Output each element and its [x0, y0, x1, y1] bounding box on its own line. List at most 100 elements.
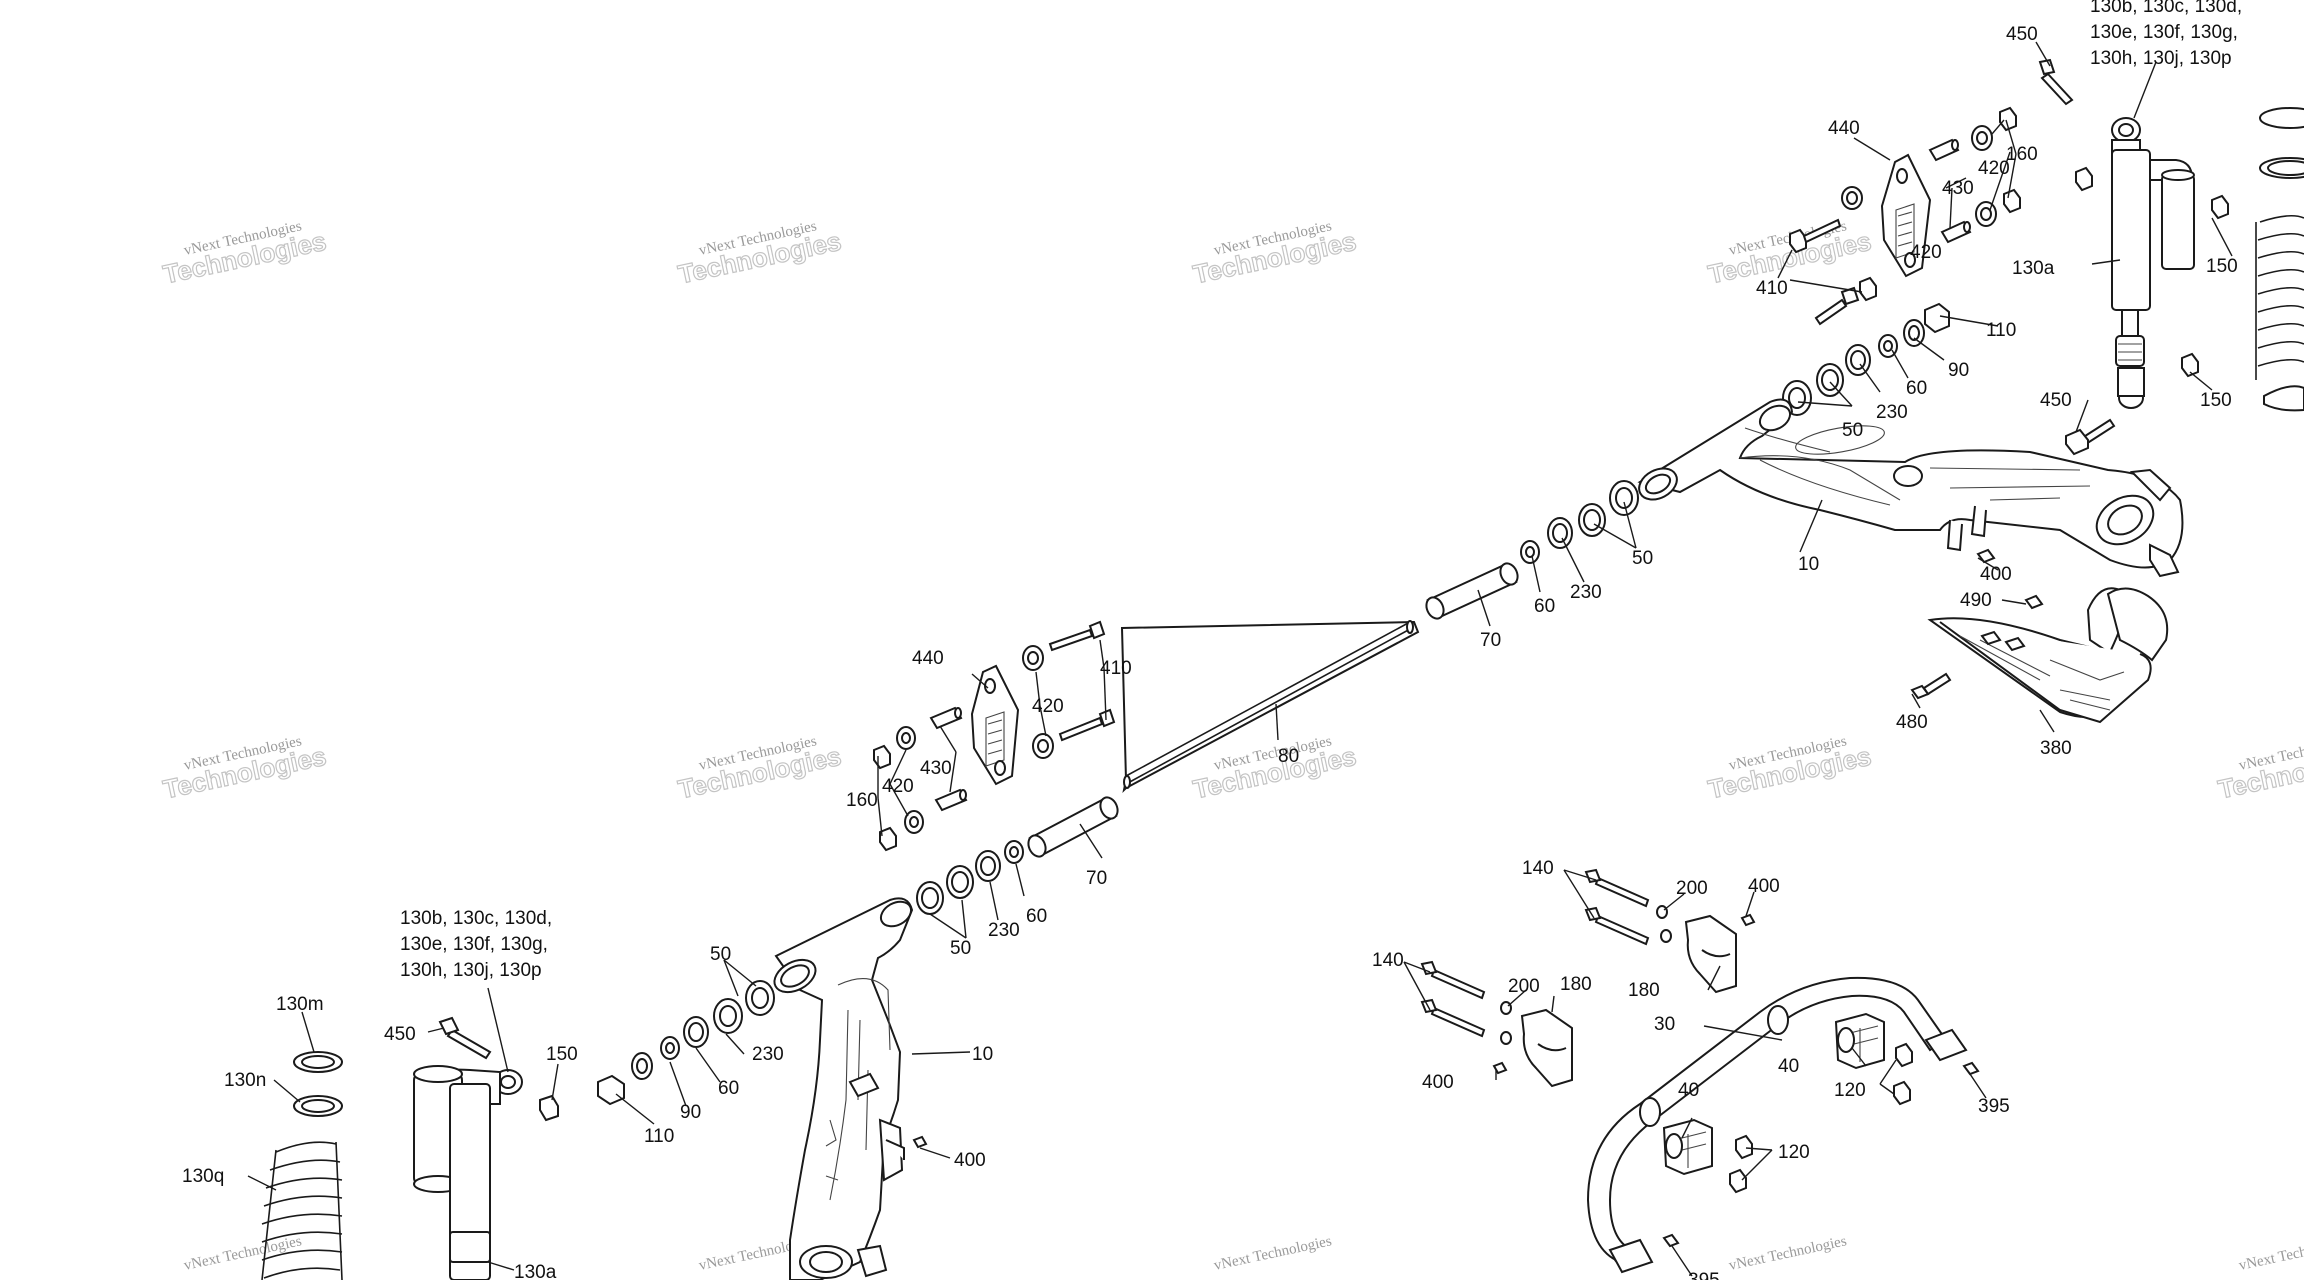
callout-label: 395	[1978, 1096, 2010, 1117]
callout-label: 230	[752, 1044, 784, 1065]
callout-label: 130h, 130j, 130p	[400, 960, 542, 981]
callout-label: 10	[972, 1044, 993, 1065]
callout-label: 180	[1560, 974, 1592, 995]
callout-label: 230	[988, 920, 1020, 941]
callout-label: 450	[2040, 390, 2072, 411]
callout-label: 420	[882, 776, 914, 797]
bolt-450-top	[2038, 58, 2074, 106]
callout-label: 420	[1978, 158, 2010, 179]
watermark: vNext Technologies	[1213, 1233, 1334, 1274]
bolt-450-right	[2065, 418, 2116, 456]
callout-label: 230	[1570, 582, 1602, 603]
watermark: vNext Technologies Technologies	[675, 218, 844, 290]
callout-label: 480	[1896, 712, 1928, 733]
callout-label: 60	[1026, 906, 1047, 927]
screws-400-bar	[912, 913, 1756, 1149]
callout-label: 180	[1628, 980, 1660, 1001]
callout-label: 70	[1086, 868, 1107, 889]
hardware-lower-bracket	[873, 620, 1116, 852]
bolt-480	[1910, 672, 1952, 700]
callout-label: 490	[1960, 590, 1992, 611]
callout-label: 40	[1678, 1080, 1699, 1101]
bracket-440-lower	[970, 664, 1020, 786]
bolts-140-lower	[1420, 960, 1486, 1038]
watermark: vNext Technologies Technologies	[160, 218, 329, 290]
hardware-upper-bracket	[1789, 106, 2021, 326]
bushing-40-upper	[1834, 1012, 1885, 1070]
bushing-40-lower	[1662, 1118, 1713, 1176]
watermark: vNext Technologies Technologies	[2215, 733, 2304, 805]
watermark: vNext Technologies	[1728, 1233, 1849, 1274]
callout-label: 10	[1798, 554, 1819, 575]
callout-label: 50	[710, 944, 731, 965]
callout-label: 130q	[182, 1166, 224, 1187]
watermark: vNext Technologies Technologies	[1190, 218, 1359, 290]
shock-absorber-top	[2075, 117, 2195, 409]
callout-label: 120	[1834, 1080, 1866, 1101]
watermark: vNext Technologies Technologies	[160, 733, 329, 805]
callout-label: 40	[1778, 1056, 1799, 1077]
callout-label: 450	[2006, 24, 2038, 45]
callout-label: 395	[1688, 1270, 1720, 1280]
callout-labels: 130b, 130c, 130d, 130e, 130f, 130g, 130h…	[182, 0, 2242, 1280]
callout-label: 30	[1654, 1014, 1675, 1035]
callout-label: 440	[1828, 118, 1860, 139]
callout-label: 50	[1842, 420, 1863, 441]
callout-label: 60	[1906, 378, 1927, 399]
callout-label: 400	[1422, 1072, 1454, 1093]
callout-label: 130a	[2012, 258, 2055, 279]
callout-label: 50	[1632, 548, 1653, 569]
callout-label: 450	[384, 1024, 416, 1045]
callout-label: 60	[1534, 596, 1555, 617]
bracket-180-upper	[1684, 914, 1737, 994]
bolt-450-lower	[438, 1016, 492, 1060]
callout-label: 80	[1278, 746, 1299, 767]
bracket-440-upper	[1880, 153, 1932, 278]
spring-right-partial	[2181, 107, 2304, 412]
callout-label: 90	[1948, 360, 1969, 381]
callout-label: 70	[1480, 630, 1501, 651]
watermark: vNext Technologies	[2238, 1233, 2304, 1274]
callout-label: 410	[1100, 658, 1132, 679]
callout-label: 110	[1986, 320, 2016, 341]
callout-label: 130e, 130f, 130g,	[2090, 22, 2238, 43]
callout-label: 130a	[514, 1262, 557, 1280]
callout-label: 440	[912, 648, 944, 669]
callout-label: 50	[950, 938, 971, 959]
svg-text:vNext Technologies: vNext Technologies	[1728, 1233, 1849, 1274]
callout-label: 160	[2006, 144, 2038, 165]
sway-bar-30	[1586, 976, 1968, 1274]
callout-label: 430	[1942, 178, 1974, 199]
watermark: vNext Technologies Technologies	[675, 733, 844, 805]
callout-label: 130m	[276, 994, 324, 1015]
callout-label: 110	[644, 1126, 674, 1147]
callout-label: 130b, 130c, 130d,	[400, 908, 552, 929]
nuts-120	[1729, 1042, 1913, 1194]
callout-label: 150	[546, 1044, 578, 1065]
callout-label: 150	[2206, 256, 2238, 277]
swing-arm-10-upper	[1637, 398, 2184, 578]
callout-label: 430	[920, 758, 952, 779]
callout-label: 420	[1032, 696, 1064, 717]
callout-label: 60	[718, 1078, 739, 1099]
callout-label: 380	[2040, 738, 2072, 759]
leader-lines	[247, 41, 2233, 1277]
shaft-80	[1120, 620, 1420, 794]
swing-arm-10-lower	[773, 897, 914, 1280]
spring-lower-left	[261, 1051, 343, 1280]
screw-490	[2024, 594, 2044, 610]
callout-label: 140	[1522, 858, 1554, 879]
callout-label: 160	[846, 790, 878, 811]
callout-label: 200	[1508, 976, 1540, 997]
callout-label: 150	[2200, 390, 2232, 411]
screw-400-upper	[1976, 548, 1996, 564]
callout-label: 90	[680, 1102, 701, 1123]
screws-395	[1662, 1061, 1980, 1248]
svg-text:vNext Technologies: vNext Technologies	[2238, 1233, 2304, 1274]
callout-label: 400	[1748, 876, 1780, 897]
bearing-stack-lower	[597, 840, 1024, 1106]
bearing-stack-upper	[1520, 302, 1950, 564]
bracket-180-lower	[1520, 1008, 1573, 1088]
callout-label: 130h, 130j, 130p	[2090, 48, 2232, 69]
svg-text:vNext Technologies: vNext Technologies	[1213, 1233, 1334, 1274]
